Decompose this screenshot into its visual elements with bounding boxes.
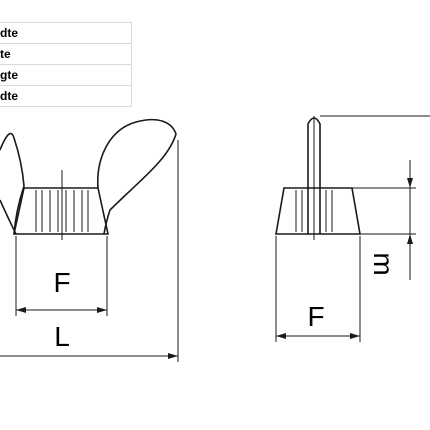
arrowhead <box>276 333 286 339</box>
label-l: L <box>54 321 70 352</box>
side-hub <box>275 187 361 235</box>
label-f-front: F <box>53 267 70 298</box>
arrowhead <box>350 333 360 339</box>
front-view: F L <box>0 118 179 362</box>
left-wing <box>0 132 25 235</box>
arrowhead <box>168 353 178 359</box>
side-view: m F <box>275 115 430 342</box>
right-wing <box>97 118 177 235</box>
label-m: m <box>368 252 399 275</box>
arrowhead <box>407 178 413 188</box>
label-f-side: F <box>307 301 324 332</box>
arrowhead <box>97 307 107 313</box>
arrowhead <box>16 307 26 313</box>
left-wing-base <box>0 199 17 235</box>
legend-row: dte <box>0 85 132 107</box>
arrowhead <box>407 234 413 244</box>
hub-body <box>13 187 109 235</box>
legend-table: dte te gte dte <box>0 22 132 107</box>
legend-cell: dte <box>0 85 132 107</box>
